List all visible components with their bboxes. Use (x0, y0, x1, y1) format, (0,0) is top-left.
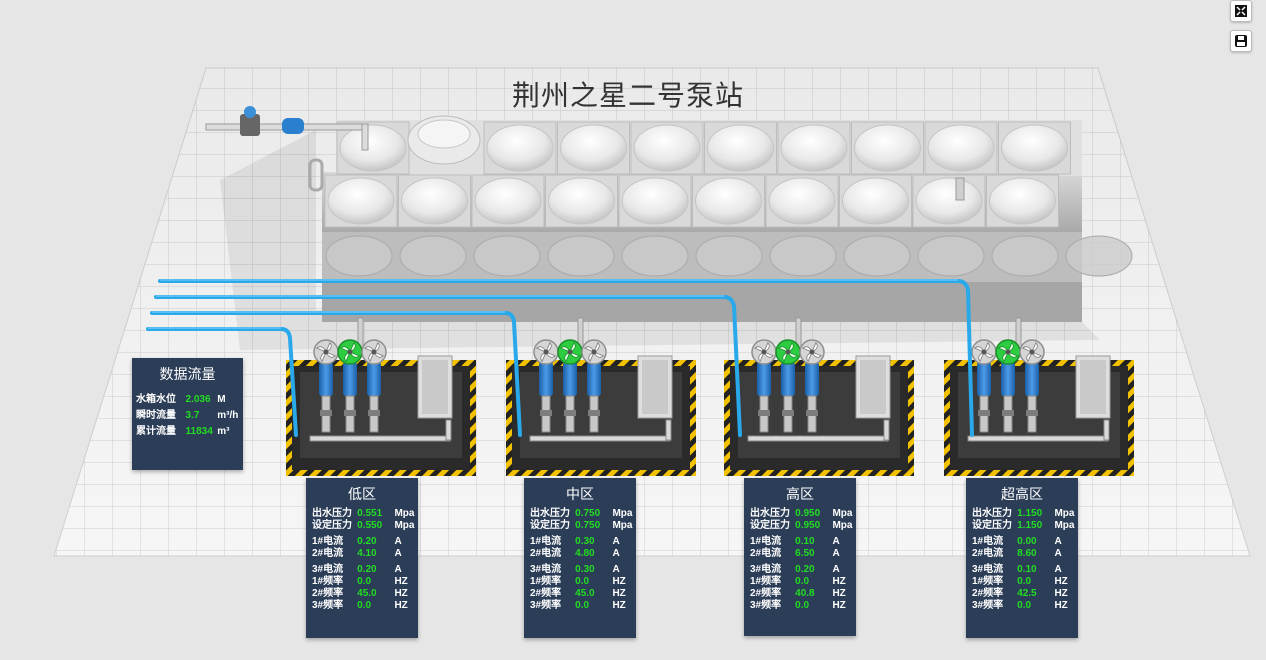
save-button[interactable] (1230, 30, 1252, 52)
inlet-pipe (205, 106, 369, 192)
fan-stopped-icon (751, 339, 777, 365)
fan-stopped-icon (581, 339, 607, 365)
pump-skid (944, 317, 1134, 476)
fan-running-icon (775, 339, 801, 365)
page-title: 荆州之星二号泵站 (511, 79, 744, 112)
zone-title: 低区 (348, 486, 376, 502)
pump-skid (286, 317, 476, 476)
zone-title: 高区 (786, 486, 814, 502)
pump-skid (506, 317, 696, 476)
fan-stopped-icon (313, 339, 339, 365)
fan-running-icon (557, 339, 583, 365)
pipes (146, 279, 974, 437)
data-flow-title: 数据流量 (159, 366, 216, 382)
fan-stopped-icon (533, 339, 559, 365)
pump-skid (724, 317, 914, 476)
data-flow-panel: 数据流量 水箱水位 2.036 M 瞬时流量 3.7 m³/h 累计流量 118… (132, 358, 243, 470)
tank-shadow (220, 130, 1100, 350)
vent-pipe (955, 177, 965, 201)
zone-title: 中区 (566, 486, 594, 502)
fan-stopped-icon (361, 339, 387, 365)
fan-stopped-icon (799, 339, 825, 365)
fan-stopped-icon (1019, 339, 1045, 365)
water-tank (322, 120, 1133, 322)
data-row-instant-flow: 瞬时流量 3.7 m³/h (136, 410, 239, 421)
fan-running-icon (995, 339, 1021, 365)
fan-running-icon (337, 339, 363, 365)
data-row-total-flow: 累计流量 11834 m³ (136, 426, 230, 437)
data-row-water-level: 水箱水位 2.036 M (136, 394, 226, 405)
fullscreen-button[interactable] (1230, 0, 1252, 22)
save-icon (1235, 35, 1247, 47)
fullscreen-icon (1235, 5, 1247, 17)
fan-stopped-icon (971, 339, 997, 365)
zone-title: 超高区 (1001, 486, 1043, 502)
